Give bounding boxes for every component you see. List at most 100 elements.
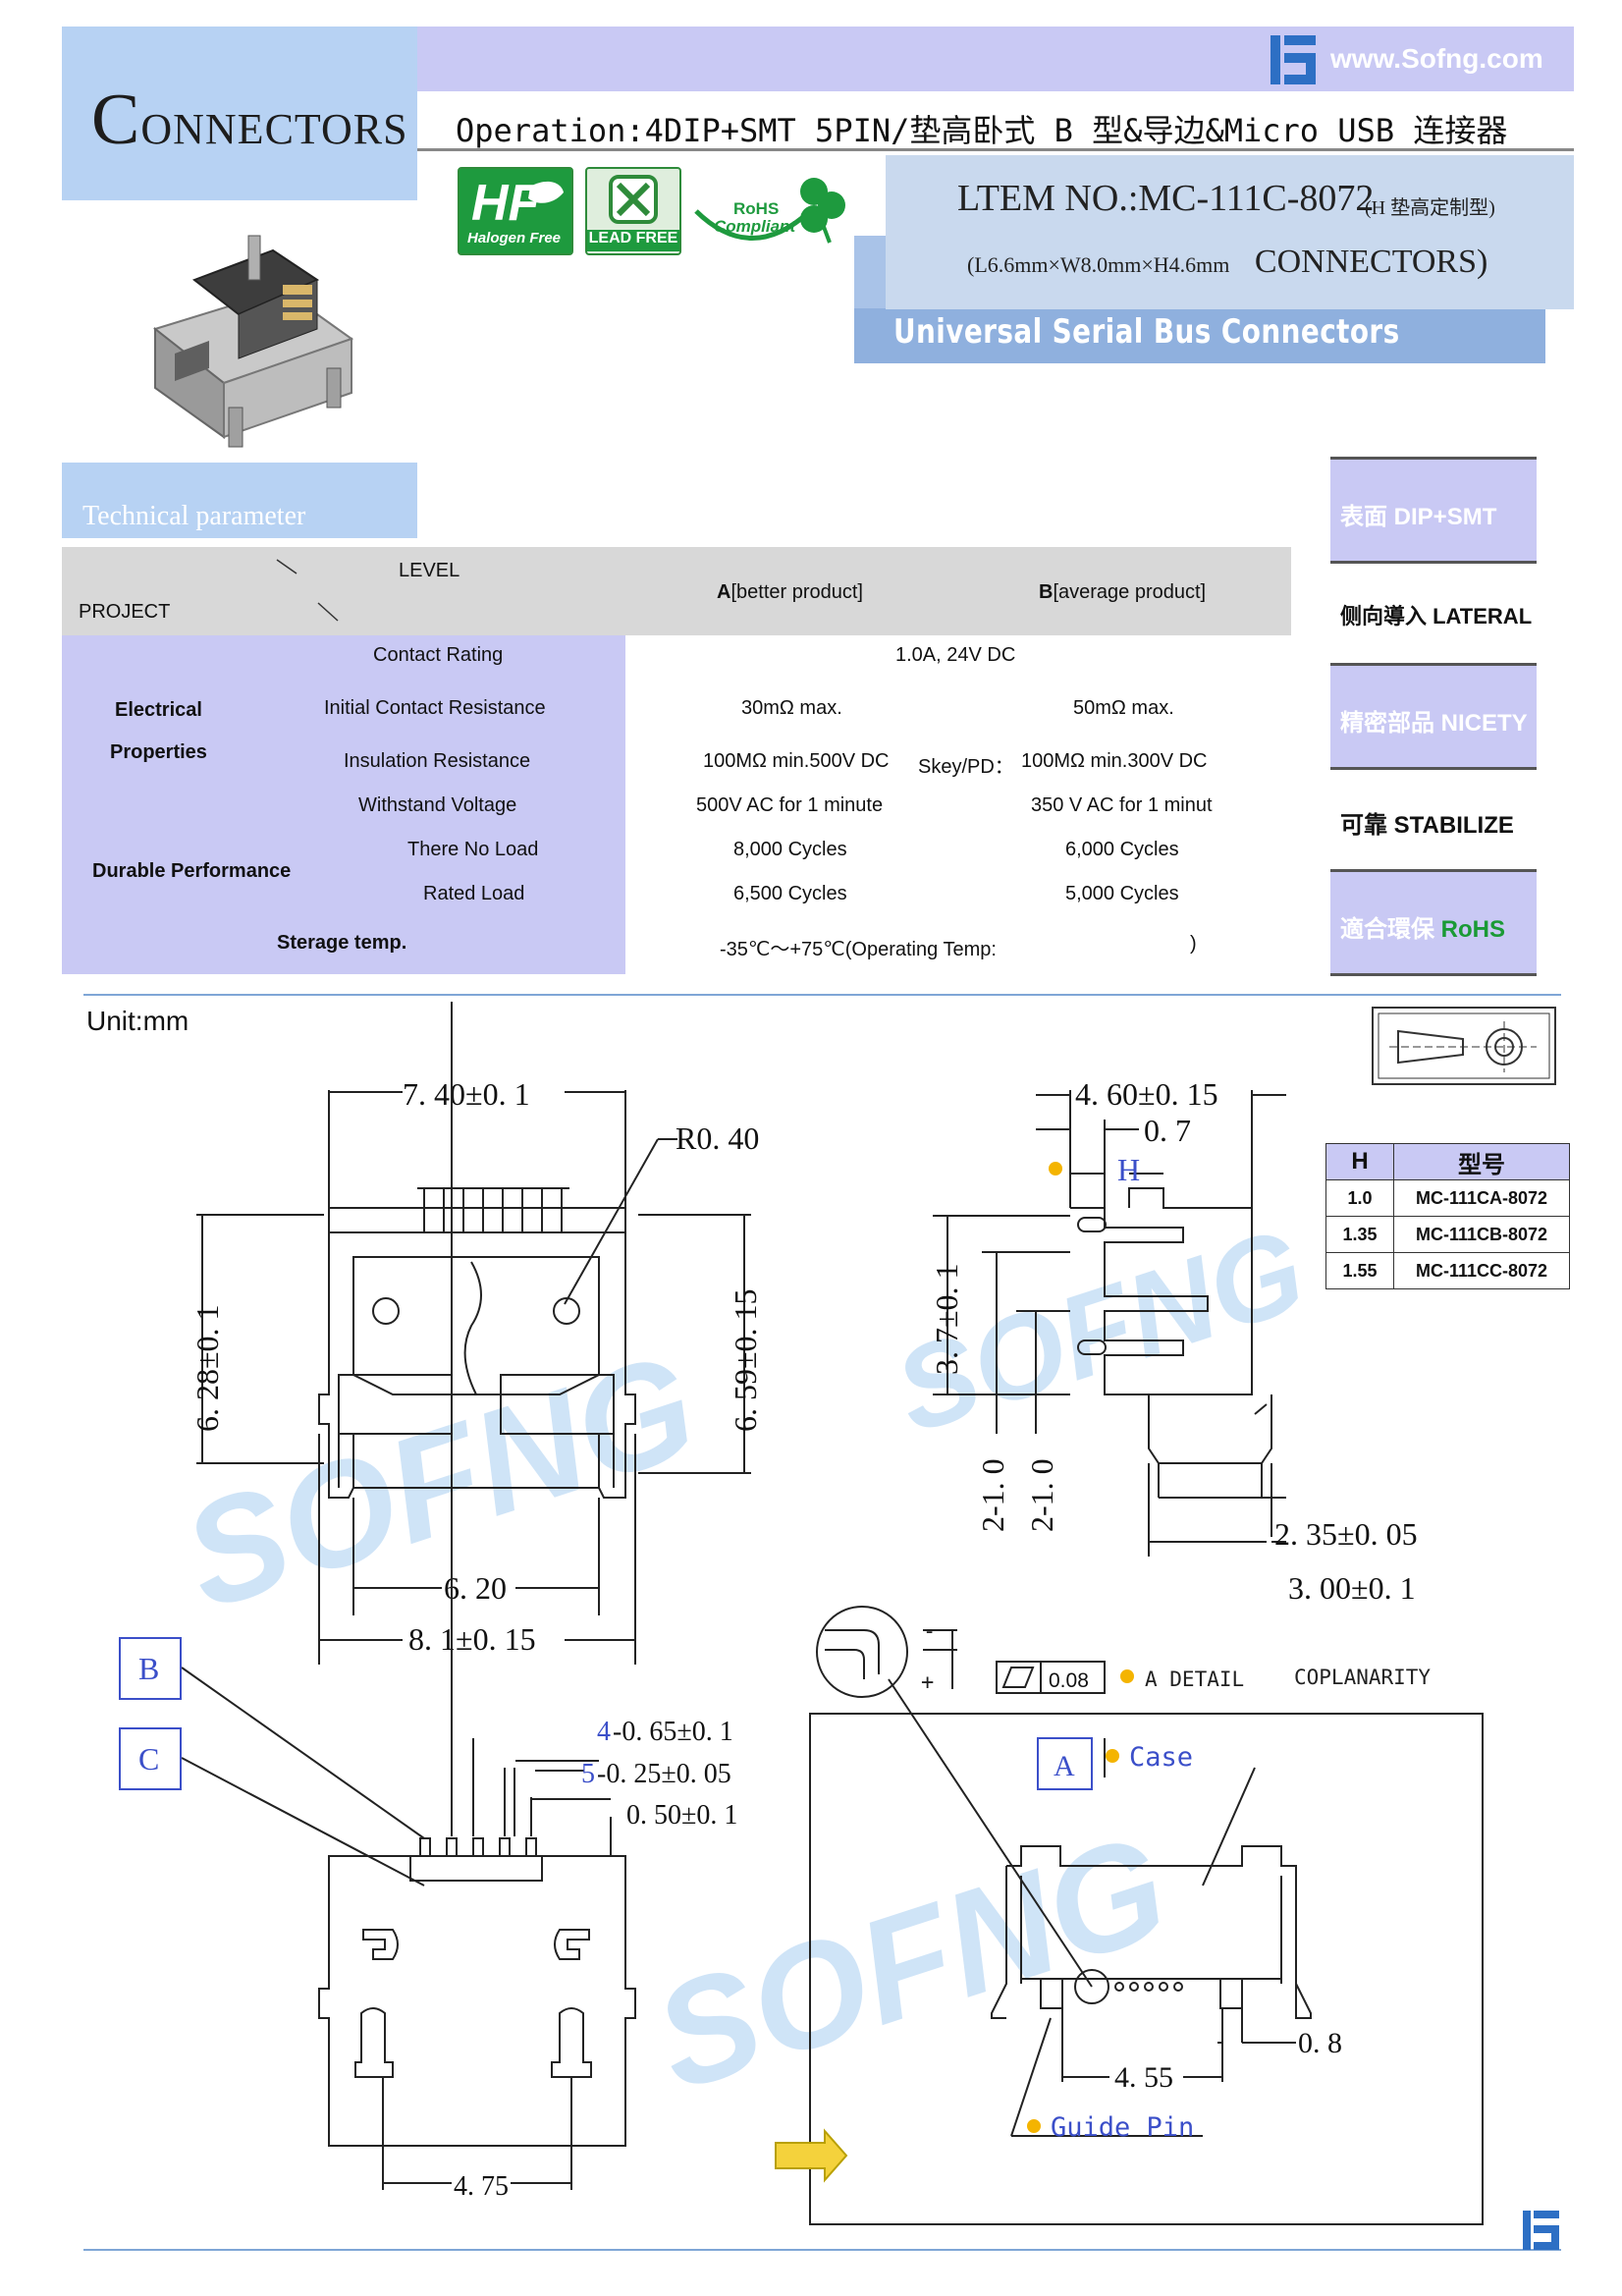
sidebar-item-dip-smt: 表面 DIP+SMT <box>1330 457 1537 564</box>
plus-sign: + <box>921 1670 934 1695</box>
sofng-logo-icon <box>1271 35 1316 84</box>
compliant-label: Compliant <box>714 217 796 236</box>
row-value-a: 100MΩ min.500V DC <box>703 750 890 772</box>
detail-view <box>809 1606 1484 2225</box>
dim-foot: 2. 35±0. 05 <box>1274 1516 1418 1552</box>
item-box <box>886 155 1574 309</box>
section-divider <box>83 994 1561 996</box>
lead-free-badge: LEAD FREE <box>585 167 681 255</box>
rohs-compliant-badge: RoHS Compliant <box>692 172 849 256</box>
dim-depth: 3. 00±0. 1 <box>1288 1570 1416 1606</box>
brand-box <box>62 27 417 200</box>
title-rule <box>417 148 1574 151</box>
h-marker-dot <box>1049 1162 1062 1175</box>
row-value-a: 6,500 Cycles <box>733 883 847 904</box>
guide-pin-label: Guide Pin <box>1051 2112 1194 2143</box>
footer-logo-icon <box>1523 2211 1559 2250</box>
dim-pin-b: 2-1. 0 <box>1024 1458 1059 1532</box>
row-value-a: 500V AC for 1 minute <box>696 794 884 816</box>
row-label: Withstand Voltage <box>358 794 517 816</box>
tech-parameter-box <box>62 463 417 538</box>
group-durable: Durable Performance <box>92 860 292 882</box>
connector-product-image <box>152 235 354 448</box>
front-view <box>196 1090 751 1665</box>
row-label: Initial Contact Resistance <box>324 697 546 719</box>
sidebar-item-nicety: 精密部品 NICETY <box>1330 663 1537 770</box>
header-level: LEVEL <box>399 560 460 581</box>
callout-c-label: C <box>138 1741 159 1777</box>
coplanarity-label: COPLANARITY <box>1294 1666 1431 1689</box>
site-url[interactable]: www.Sofng.com <box>1330 43 1543 74</box>
dim-outer-width: 8. 1±0. 15 <box>408 1621 536 1657</box>
detail-marker-dot <box>1120 1669 1134 1683</box>
tech-parameter-label: Technical parameter <box>82 501 306 531</box>
crossed-pb-icon <box>609 175 658 224</box>
callout-c <box>119 1727 182 1790</box>
table-right-panel <box>625 635 1291 974</box>
dim-peg-span: 4. 75 <box>454 2171 509 2202</box>
item-number: LTEM NO.:MC-111C-8072 <box>957 178 1375 219</box>
row-label: Insulation Resistance <box>344 750 531 772</box>
case-label: Case <box>1129 1742 1193 1773</box>
dim-side-offset: 0. 7 <box>1144 1113 1191 1148</box>
dim-inner-width: 6. 20 <box>444 1570 507 1606</box>
rohs-label: RoHS <box>733 199 780 218</box>
sidebar-item-stabilize: 可靠 STABILIZE <box>1340 812 1514 839</box>
row-value-b: 350 V AC for 1 minut <box>1031 794 1213 816</box>
halogen-free-label: Halogen Free <box>467 230 562 246</box>
row-merged-value: -35℃～+75℃(Operating Temp: <box>720 939 997 960</box>
case-marker-dot <box>1106 1749 1119 1763</box>
row-value-a: 8,000 Cycles <box>733 839 847 860</box>
table-row: 1.55 MC-111CC-8072 <box>1325 1252 1570 1289</box>
coplanarity-value: 0.08 <box>1049 1669 1089 1692</box>
row-label: Rated Load <box>423 883 525 904</box>
group-storage: Sterage temp. <box>277 932 407 954</box>
technical-drawing: SOFNG SOFNG SOFNG <box>119 1002 1556 2225</box>
table-row: 1.35 MC-111CB-8072 <box>1325 1216 1570 1253</box>
row-value-b: 100MΩ min.300V DC <box>1021 750 1208 772</box>
dim-radius: R0. 40 <box>676 1121 759 1156</box>
usb-band <box>854 308 1545 363</box>
dim-side-width: 4. 60±0. 15 <box>1075 1076 1218 1112</box>
case-tag: A <box>1054 1750 1075 1782</box>
group-electrical: Electrical <box>115 699 202 721</box>
callout-b <box>119 1637 182 1700</box>
table-row: 1.0 MC-111CA-8072 <box>1325 1179 1570 1217</box>
lead-free-label: LEAD FREE <box>587 230 679 251</box>
bottom-view <box>181 1002 636 2190</box>
top-bar <box>417 27 1574 91</box>
dim-pitch: -0. 65±0. 1 <box>613 1717 733 1747</box>
minus-sign: - <box>923 1619 936 1644</box>
svg-text:SOFNG: SOFNG <box>165 1322 714 1641</box>
model-table-header: 型号 <box>1393 1143 1570 1180</box>
dim-pin-a: 2-1. 0 <box>975 1458 1010 1532</box>
item-dimensions: (L6.6mm×W8.0mm×H4.6mm CONNECTORS) <box>967 244 1488 280</box>
arrow-right-icon <box>775 2128 848 2183</box>
header-col-a: A[better product] <box>717 581 863 603</box>
dim-guide-span: 4. 55 <box>1114 2061 1173 2094</box>
guide-pin-dot <box>1027 2119 1041 2133</box>
row-value-b: 50mΩ max. <box>1073 697 1174 719</box>
leaf-icon: HF <box>471 175 564 232</box>
dim-guide-width: 0. 8 <box>1298 2027 1342 2059</box>
side-view <box>933 1090 1286 1557</box>
row-label: Contact Rating <box>373 644 504 666</box>
row-label: There No Load <box>407 839 539 860</box>
row-value-b: 5,000 Cycles <box>1065 883 1179 904</box>
row-value-a: 30mΩ max. <box>741 697 842 719</box>
header-col-b: B[average product] <box>1039 581 1207 603</box>
pin-count: 5 <box>581 1759 595 1789</box>
row-value-mid: Skey/PD： <box>918 756 1014 778</box>
brand-title: CONNECTORS <box>91 80 408 160</box>
dim-front-width: 7. 40±0. 1 <box>403 1076 530 1112</box>
sidebar-item-rohs: 適合環保 RoHS <box>1330 869 1537 976</box>
h-label: H <box>1117 1152 1140 1187</box>
row-close-paren: ) <box>1190 933 1197 955</box>
table-header <box>62 547 1291 635</box>
pitch-count: 4 <box>597 1717 611 1747</box>
header-project: PROJECT <box>79 601 171 623</box>
dim-front-height-right: 6. 59±0. 15 <box>728 1288 763 1432</box>
item-note: (H 垫高定制型) <box>1365 197 1495 219</box>
footer-divider <box>83 2249 1561 2251</box>
projection-symbol-icon <box>1372 1007 1556 1085</box>
